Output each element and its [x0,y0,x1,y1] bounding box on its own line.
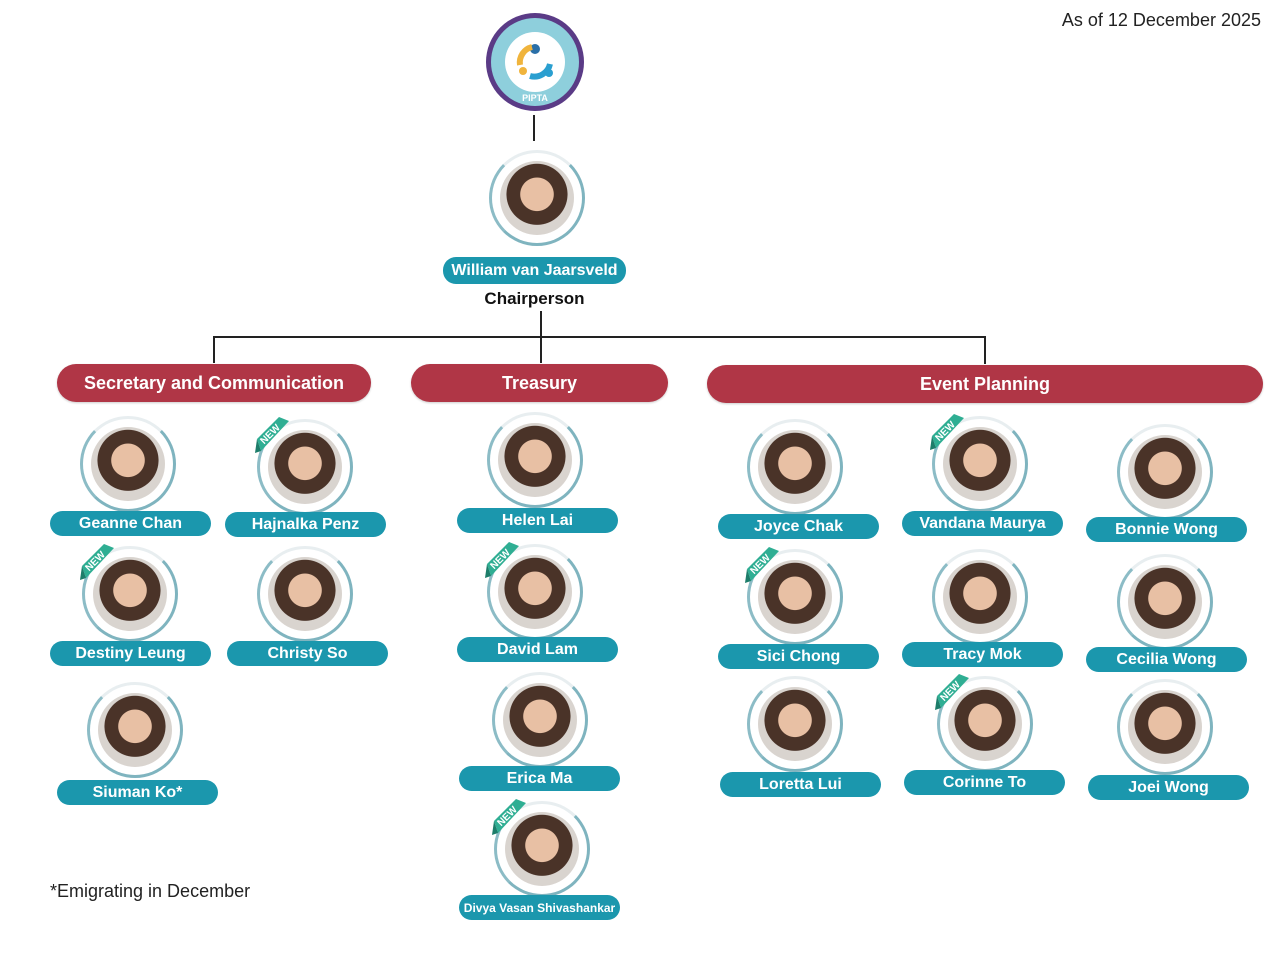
member-photo [503,683,577,757]
member-avatar-geanne-chan [80,416,176,512]
member-avatar-loretta-lui [747,676,843,772]
member-avatar-erica-ma [492,672,588,768]
member-photo [268,557,342,631]
member-photo [758,560,832,634]
member-photo [98,693,172,767]
group-header-event-planning: Event Planning [707,365,1263,403]
chairperson-avatar [489,150,585,246]
member-avatar-destiny-leung: NEW [80,544,178,642]
member-avatar-joyce-chak [747,419,843,515]
member-avatar-helen-lai [487,412,583,508]
member-photo [93,557,167,631]
member-photo [505,812,579,886]
chairperson-title: Chairperson [484,289,585,308]
group-header-treasury: Treasury [411,364,668,402]
new-badge-icon: NEW [255,417,289,453]
new-badge-icon: NEW [930,414,964,450]
member-name-siuman-ko: Siuman Ko* [57,780,218,805]
member-name-joei-wong: Joei Wong [1088,775,1249,800]
as-of-date: As of 12 December 2025 [1061,10,1261,30]
member-photo [1128,690,1202,764]
connector-line [213,336,215,363]
member-avatar-hajnalka-penz: NEW [255,417,353,515]
member-photo [1128,435,1202,509]
member-name-destiny-leung: Destiny Leung [50,641,211,666]
member-name-divya-vasan-shivashankar: Divya Vasan Shivashankar [459,895,620,920]
member-name-joyce-chak: Joyce Chak [718,514,879,539]
member-name-vandana-maurya: Vandana Maurya [902,511,1063,536]
member-name-sici-chong: Sici Chong [718,644,879,669]
member-photo [91,427,165,501]
connector-line [984,336,986,364]
member-avatar-siuman-ko [87,682,183,778]
member-photo [268,430,342,504]
member-name-helen-lai: Helen Lai [457,508,618,533]
connector-line [533,115,535,141]
member-name-tracy-mok: Tracy Mok [902,642,1063,667]
member-name-corinne-to: Corinne To [904,770,1065,795]
member-avatar-cecilia-wong [1117,554,1213,650]
new-badge-icon: NEW [745,547,779,583]
member-photo [758,687,832,761]
member-photo [943,427,1017,501]
group-header-secretary: Secretary and Communication [57,364,371,402]
new-badge-icon: NEW [935,674,969,710]
member-avatar-divya-vasan-shivashankar: NEW [492,799,590,897]
member-photo [948,687,1022,761]
new-badge-icon: NEW [492,799,526,835]
member-photo [758,430,832,504]
member-name-erica-ma: Erica Ma [459,766,620,791]
member-photo [498,555,572,629]
member-photo [498,423,572,497]
member-name-david-lam: David Lam [457,637,618,662]
member-name-geanne-chan: Geanne Chan [50,511,211,536]
member-photo [1128,565,1202,639]
member-avatar-christy-so [257,546,353,642]
member-name-loretta-lui: Loretta Lui [720,772,881,797]
member-photo [943,560,1017,634]
member-name-cecilia-wong: Cecilia Wong [1086,647,1247,672]
new-badge-icon: NEW [485,542,519,578]
pipta-logo: PIPTA [486,13,584,111]
new-badge-icon: NEW [80,544,114,580]
svg-text:PIPTA: PIPTA [522,93,548,103]
member-name-christy-so: Christy So [227,641,388,666]
member-name-hajnalka-penz: Hajnalka Penz [225,512,386,537]
member-avatar-sici-chong: NEW [745,547,843,645]
chairperson-name: William van Jaarsveld [443,257,626,284]
connector-line [213,336,986,338]
member-avatar-joei-wong [1117,679,1213,775]
member-avatar-tracy-mok [932,549,1028,645]
member-avatar-corinne-to: NEW [935,674,1033,772]
member-avatar-bonnie-wong [1117,424,1213,520]
member-name-bonnie-wong: Bonnie Wong [1086,517,1247,542]
footnote: *Emigrating in December [50,881,251,901]
member-avatar-vandana-maurya: NEW [930,414,1028,512]
member-avatar-david-lam: NEW [485,542,583,640]
